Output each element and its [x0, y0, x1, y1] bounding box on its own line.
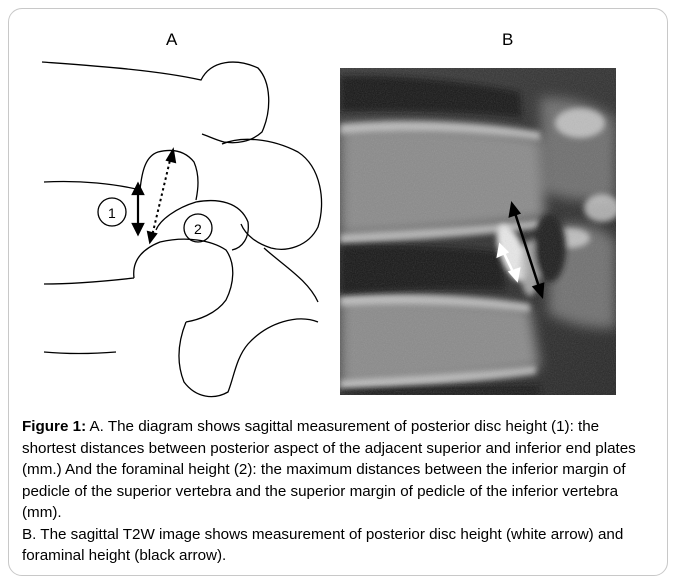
upper-vertebral-body [42, 62, 269, 143]
panel-a-label: A [166, 30, 177, 50]
marker-2-label: 2 [194, 221, 202, 237]
caption-paragraph-b: B. The sagittal T2W image shows measurem… [22, 524, 652, 567]
figure-caption: Figure 1: A. The diagram shows sagittal … [22, 416, 652, 567]
foraminal-arrow-head-top [167, 150, 175, 162]
disc-top-line [44, 181, 140, 190]
disc-arrow-head-bottom [133, 224, 143, 234]
lower-vertebral-body [134, 239, 233, 322]
caption-paragraph-a: Figure 1: A. The diagram shows sagittal … [22, 416, 652, 524]
lower-vertebral-inferior [44, 352, 116, 354]
spine-diagram: 1 2 [36, 52, 336, 402]
lower-posterior-curve [264, 248, 318, 302]
foraminal-arrow-head-bottom [148, 232, 156, 242]
pedicle-lower-shape [156, 201, 248, 250]
foraminal-height-arrow [152, 156, 171, 236]
disc-bottom-line [44, 278, 134, 284]
caption-text-a: A. The diagram shows sagittal measuremen… [22, 418, 636, 521]
mri-image [340, 68, 616, 395]
disc-arrow-head-top [133, 184, 143, 194]
figure-label: Figure 1: [22, 418, 86, 435]
marker-1-label: 1 [108, 205, 116, 221]
upper-posterior-element [222, 139, 322, 249]
lower-posterior-element [179, 319, 318, 397]
panel-b-label: B [502, 30, 513, 50]
